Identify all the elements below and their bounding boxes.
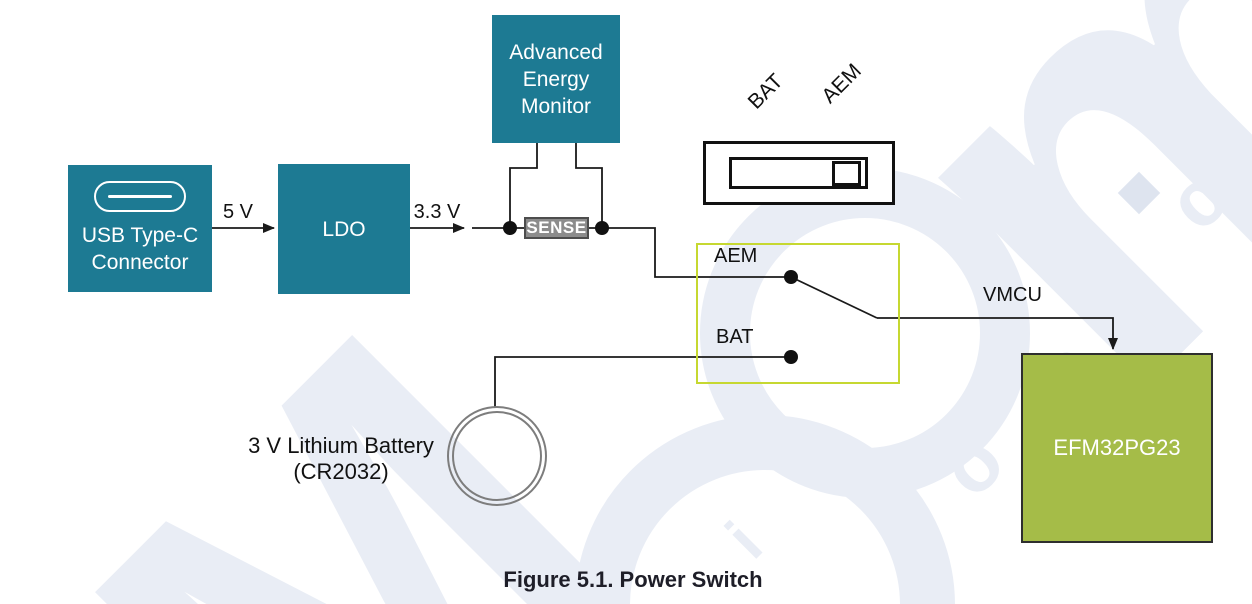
selector-bat-label: BAT — [716, 326, 754, 348]
usb-type-c-connector-block: USB Type-C Connector — [68, 165, 212, 292]
power-selector-outline — [696, 243, 900, 384]
usb-label-line2: Connector — [91, 251, 189, 274]
battery-label-line1: 3 V Lithium Battery — [248, 433, 434, 458]
net-label-33v: 3.3 V — [413, 201, 461, 223]
battery-label-line2: (CR2032) — [293, 459, 389, 484]
sense-resistor: SENSE — [524, 217, 589, 239]
ldo-label: LDO — [322, 217, 366, 241]
usb-label-line1: USB Type-C — [81, 224, 199, 247]
aem-label-line2: Energy — [522, 67, 590, 91]
mcu-label: EFM32PG23 — [1053, 435, 1181, 460]
aem-label-line1: Advanced — [509, 40, 603, 64]
ldo-block: LDO — [278, 164, 410, 294]
selector-aem-label: AEM — [714, 245, 758, 267]
wire-vmcu — [877, 317, 1118, 350]
slide-switch-knob[interactable] — [832, 161, 861, 186]
net-label-vmcu: VMCU — [983, 284, 1042, 306]
sense-label: SENSE — [526, 218, 587, 237]
aem-label-line3: Monitor — [520, 94, 592, 118]
switch-contact-bat — [784, 350, 798, 364]
battery-label: 3 V Lithium Battery (CR2032) — [235, 433, 447, 485]
junction-dot — [595, 221, 609, 235]
usb-c-icon — [94, 181, 186, 212]
net-label-5v: 5 V — [222, 201, 254, 223]
wire-aem-monitor-left — [509, 143, 538, 228]
wire-battery — [494, 356, 791, 407]
wire-aem-monitor-right — [575, 143, 603, 228]
figure-caption: Figure 5.1. Power Switch — [503, 567, 763, 592]
coin-cell-battery-symbol — [447, 406, 547, 506]
wire-switch-blade — [790, 276, 878, 319]
switch-contact-aem — [784, 270, 798, 284]
junction-dot — [503, 221, 517, 235]
efm32pg23-block: EFM32PG23 — [1021, 353, 1213, 543]
advanced-energy-monitor-block: Advanced Energy Monitor — [492, 15, 620, 143]
